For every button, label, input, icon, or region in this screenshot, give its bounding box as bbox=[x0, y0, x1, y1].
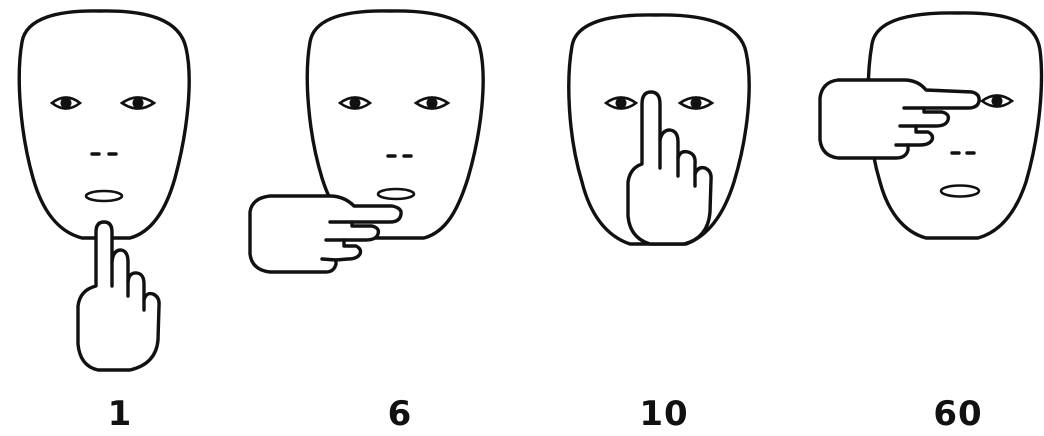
panel-10 bbox=[569, 15, 749, 244]
eye-right-icon bbox=[416, 98, 448, 109]
face-1 bbox=[19, 11, 189, 238]
hand-pointing-up-icon bbox=[628, 92, 711, 244]
eye-right-icon bbox=[982, 96, 1012, 107]
panel-60-label: 60 bbox=[898, 392, 1018, 436]
panel-10-label: 10 bbox=[604, 392, 724, 436]
mouth bbox=[941, 186, 979, 197]
mouth bbox=[378, 189, 414, 199]
eye-right-icon bbox=[122, 98, 154, 109]
panel-6-label: 6 bbox=[340, 392, 460, 436]
panel-60 bbox=[820, 13, 1041, 238]
hand-pointing-up-icon bbox=[78, 222, 159, 370]
mouth bbox=[86, 191, 122, 201]
eye-right-icon bbox=[680, 98, 712, 109]
eye-left-icon bbox=[340, 98, 370, 109]
panel-1-label: 1 bbox=[60, 392, 180, 436]
face-outline bbox=[19, 11, 189, 238]
eye-left-icon bbox=[52, 98, 80, 109]
hand-pointing-right-icon bbox=[820, 80, 979, 158]
hand-pointing-right-icon bbox=[250, 196, 401, 272]
panel-1 bbox=[19, 11, 189, 370]
eye-left-icon bbox=[606, 98, 636, 109]
panel-6 bbox=[250, 11, 483, 272]
